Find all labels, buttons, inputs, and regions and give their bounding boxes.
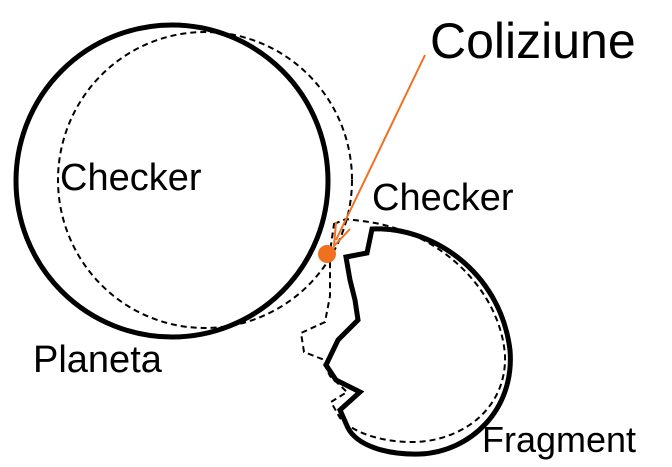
planet-label: Planeta bbox=[33, 339, 163, 381]
planet-checker-label: Checker bbox=[60, 157, 202, 199]
collision-point bbox=[318, 245, 336, 263]
collision-label: Coliziune bbox=[430, 13, 636, 69]
collision-arrow-head bbox=[332, 221, 351, 249]
planet-checker-outline bbox=[57, 31, 353, 329]
fragment-label: Fragment bbox=[482, 419, 636, 460]
fragment-checker-outline bbox=[299, 217, 507, 444]
collision-arrow-line bbox=[335, 54, 426, 241]
planet-outline bbox=[13, 22, 331, 340]
fragment-checker-label: Checker bbox=[372, 177, 514, 219]
fragment-outline bbox=[323, 226, 513, 457]
